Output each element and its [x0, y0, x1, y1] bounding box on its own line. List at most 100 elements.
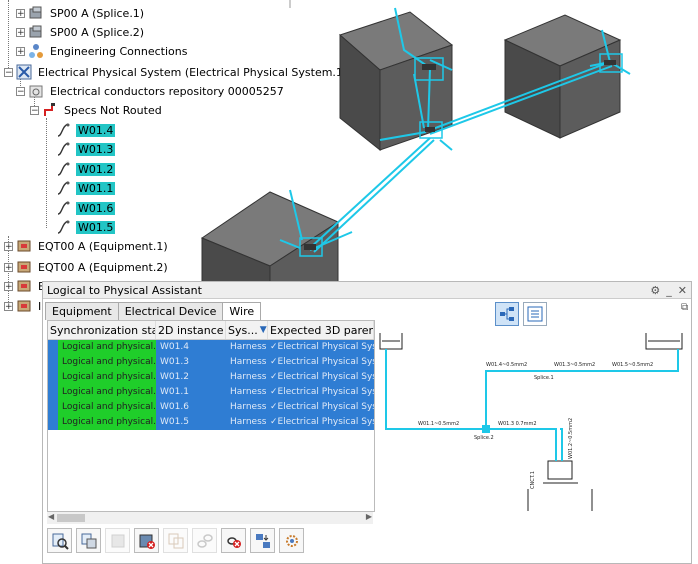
row-selector[interactable]	[48, 355, 58, 370]
3d-scene[interactable]	[190, 0, 698, 286]
column-header-expected-parent[interactable]: Expected 3D parent▼	[268, 321, 374, 339]
tree-item-equipment-1[interactable]: + EQT00 A (Equipment.1)	[4, 239, 168, 253]
expand-icon[interactable]: +	[4, 262, 13, 273]
table-row[interactable]: Logical and physical... W01.4 Harness ✓E…	[48, 340, 374, 355]
horizontal-scrollbar[interactable]: ◀ ▶	[47, 512, 373, 524]
collapse-icon[interactable]: −	[30, 105, 39, 116]
tree-item-electrical-physical-system[interactable]: − Electrical Physical System (Electrical…	[4, 64, 348, 80]
link-disabled-icon	[196, 533, 213, 548]
gear-icon[interactable]: ⚙	[650, 283, 661, 297]
repository-icon	[28, 83, 44, 99]
schematic-canvas[interactable]	[378, 331, 690, 523]
collapse-icon[interactable]: −	[4, 67, 13, 78]
zoom-search-button[interactable]	[47, 528, 72, 553]
expand-icon[interactable]: +	[16, 46, 25, 57]
equipment-box[interactable]	[339, 11, 454, 152]
filter-icon[interactable]: ▼	[259, 325, 267, 335]
tree-item-engineering-connections[interactable]: + Engineering Connections	[16, 44, 188, 58]
unlink-button[interactable]	[221, 528, 246, 553]
sync-button[interactable]	[105, 528, 130, 553]
scroll-right-icon[interactable]: ▶	[365, 512, 372, 521]
compare-icon	[81, 533, 96, 548]
equipment-icon	[16, 259, 32, 275]
wire-icon	[56, 161, 72, 177]
minimize-icon[interactable]: _	[666, 283, 672, 297]
compare-button[interactable]	[76, 528, 101, 553]
tree-item-equipment-4[interactable]: + I	[4, 298, 42, 314]
tree-view-icon	[500, 307, 514, 321]
tree-line	[34, 96, 35, 112]
expand-icon[interactable]: +	[16, 8, 25, 19]
collapse-icon[interactable]: −	[16, 86, 25, 97]
table-row[interactable]: Logical and physical... W01.1 Harness ✓E…	[48, 385, 374, 400]
column-header-2d-instance[interactable]: 2D instance▼	[156, 321, 226, 339]
tab-equipment[interactable]: Equipment	[45, 302, 119, 320]
tree-view-button[interactable]	[495, 302, 519, 326]
tab-electrical-device[interactable]: Electrical Device	[117, 302, 224, 320]
transfer-button[interactable]	[250, 528, 275, 553]
table-row[interactable]: Logical and physical... W01.5 Harness ✓E…	[48, 415, 374, 430]
check-icon: ✓	[270, 402, 278, 412]
list-view-button[interactable]	[523, 302, 547, 326]
tree-item-conductors-repository[interactable]: − Electrical conductors repository 00005…	[16, 83, 284, 99]
tree-item-specs-not-routed[interactable]: − Specs Not Routed	[30, 103, 162, 117]
column-header-sync-status[interactable]: Synchronization status▼	[48, 321, 156, 339]
expand-icon[interactable]: +	[16, 27, 25, 38]
settings-network-button[interactable]	[279, 528, 304, 553]
column-header-system[interactable]: Sys...▼	[226, 321, 268, 339]
tree-line	[20, 78, 21, 92]
row-selector[interactable]	[48, 370, 58, 385]
splice-icon	[28, 5, 44, 21]
row-selector[interactable]	[48, 415, 58, 430]
close-icon[interactable]: ✕	[677, 283, 687, 297]
equipment-icon	[16, 298, 32, 314]
row-selector[interactable]	[48, 340, 58, 355]
copy-button[interactable]	[163, 528, 188, 553]
tree-item-wire[interactable]: W01.2	[56, 160, 116, 178]
schematic-diagram[interactable]: W01.4~0.5mm2 W01.3~0.5mm2 W01.5~0.5mm2 W…	[378, 331, 690, 523]
expand-window-icon[interactable]: ⧉	[681, 302, 689, 313]
3d-viewport[interactable]	[190, 0, 698, 286]
table-row[interactable]: Logical and physical... W01.6 Harness ✓E…	[48, 400, 374, 415]
copy-disabled-icon	[168, 533, 183, 548]
tree-item-wire[interactable]: W01.6	[56, 199, 116, 217]
connector-symbol[interactable]	[645, 333, 683, 350]
delete-link-button[interactable]	[134, 528, 159, 553]
tree-item-equipment-2[interactable]: + EQT00 A (Equipment.2)	[4, 259, 168, 275]
splice-label: Splice.2	[474, 435, 494, 441]
wire-icon	[56, 180, 72, 196]
expand-icon[interactable]: +	[4, 281, 13, 292]
row-selector[interactable]	[48, 400, 58, 415]
table-row[interactable]: Logical and physical... W01.2 Harness ✓E…	[48, 370, 374, 385]
tree-item-equipment-3[interactable]: + E	[4, 277, 47, 295]
tree-item-wire[interactable]: W01.1	[56, 179, 116, 197]
unlink-icon	[226, 536, 241, 548]
tree-item-splice-2[interactable]: + SP00 A (Splice.2)	[16, 24, 145, 40]
tree-item-splice-1[interactable]: + SP00 A (Splice.1)	[16, 5, 145, 21]
scroll-left-icon[interactable]: ◀	[48, 512, 55, 521]
tree-item-wire[interactable]: W01.4	[56, 121, 116, 139]
splice-icon	[28, 24, 44, 40]
wire-label: W01.1~0.5mm2	[418, 421, 460, 427]
tree-item-wire[interactable]: W01.3	[56, 140, 116, 158]
table-row[interactable]: Logical and physical... W01.3 Harness ✓E…	[48, 355, 374, 370]
wire-icon	[56, 219, 72, 235]
tree-item-wire[interactable]: W01.5	[56, 218, 116, 236]
zoom-search-icon	[52, 533, 69, 550]
list-view-icon	[527, 306, 543, 322]
tab-wire[interactable]: Wire	[222, 302, 262, 320]
expand-icon[interactable]: +	[4, 301, 13, 312]
sync-table: Synchronization status▼ 2D instance▼ Sys…	[47, 320, 375, 512]
settings-network-icon	[285, 534, 298, 547]
scroll-thumb[interactable]	[57, 514, 85, 522]
schematic-wires[interactable]	[385, 349, 679, 461]
connector-symbol[interactable]	[527, 460, 593, 511]
connector-frame[interactable]	[299, 53, 623, 257]
row-selector[interactable]	[48, 385, 58, 400]
check-icon: ✓	[270, 357, 278, 367]
physical-system-icon	[16, 64, 32, 80]
panel-title-bar: Logical to Physical Assistant ⚙ _ ✕	[43, 282, 691, 299]
expand-icon[interactable]: +	[4, 241, 13, 252]
connector-symbol[interactable]	[379, 333, 403, 350]
link-button[interactable]	[192, 528, 217, 553]
